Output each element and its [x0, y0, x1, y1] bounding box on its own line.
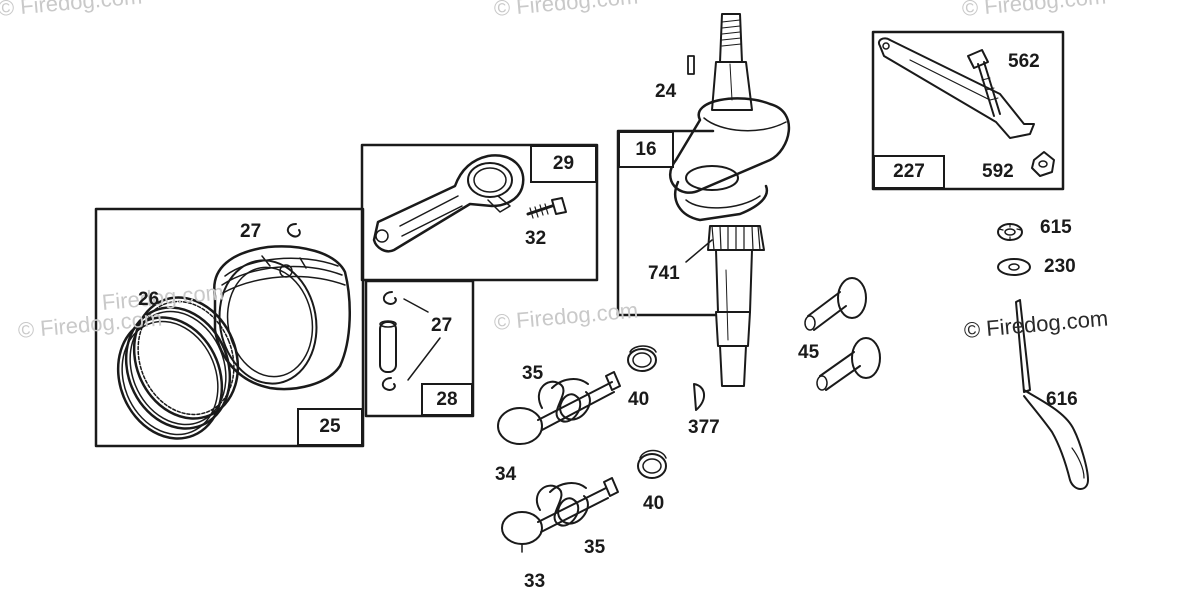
retainer-cap-lower-illustration [637, 449, 667, 479]
crank-key-illustration [687, 55, 695, 75]
piston-group-frame [94, 207, 365, 448]
callout-24: 24 [655, 81, 677, 102]
rod-screw-illustration [526, 197, 567, 219]
callout-27-pin: 27 [431, 315, 453, 336]
callout-40-upper: 40 [628, 389, 650, 410]
retainer-cap-upper-illustration [627, 345, 657, 372]
leader-741 [685, 239, 713, 263]
callout-741: 741 [648, 263, 680, 284]
callout-615: 615 [1040, 217, 1072, 238]
tappet-upper-illustration [804, 277, 867, 331]
flywheel-key-illustration [693, 383, 705, 411]
governor-link-illustration [878, 37, 1035, 139]
callout-377: 377 [688, 417, 720, 438]
connecting-rod-illustration [372, 154, 525, 253]
callout-45: 45 [798, 342, 820, 363]
callout-35-lower: 35 [584, 537, 606, 558]
gear-washer-illustration [997, 223, 1023, 241]
callout-592: 592 [982, 161, 1014, 182]
governor-crank-illustration [1015, 299, 1089, 490]
link-bolt-illustration [967, 49, 1001, 117]
governor-link-frame [871, 30, 1065, 191]
box-label-16: 16 [618, 131, 674, 168]
exhaust-valve-assembly [497, 371, 621, 445]
box-label-28: 28 [421, 383, 473, 416]
callout-32: 32 [525, 228, 547, 249]
intake-valve-assembly [501, 477, 619, 553]
callout-27-top: 27 [240, 221, 262, 242]
callout-230: 230 [1044, 256, 1076, 277]
callout-26: 26 [138, 289, 160, 310]
crankshaft-illustration [669, 13, 790, 387]
callout-562: 562 [1008, 51, 1040, 72]
box-label-25: 25 [297, 408, 363, 446]
box-label-227: 227 [873, 155, 945, 189]
callout-616: 616 [1046, 389, 1078, 410]
piston-illustration [213, 245, 351, 391]
box-label-29: 29 [530, 145, 597, 183]
link-nut-illustration [1031, 151, 1055, 177]
piston-pin-retainer-top [286, 223, 301, 238]
connecting-rod-frame [360, 143, 599, 282]
tappet-lower-illustration [816, 337, 881, 391]
callout-34: 34 [495, 464, 517, 485]
piston-rings-illustration [116, 296, 240, 440]
callout-35-upper: 35 [522, 363, 544, 384]
callout-33: 33 [524, 571, 546, 592]
pin-group-illustration [379, 291, 441, 391]
washer-illustration [997, 258, 1031, 276]
callout-40-lower: 40 [643, 493, 665, 514]
